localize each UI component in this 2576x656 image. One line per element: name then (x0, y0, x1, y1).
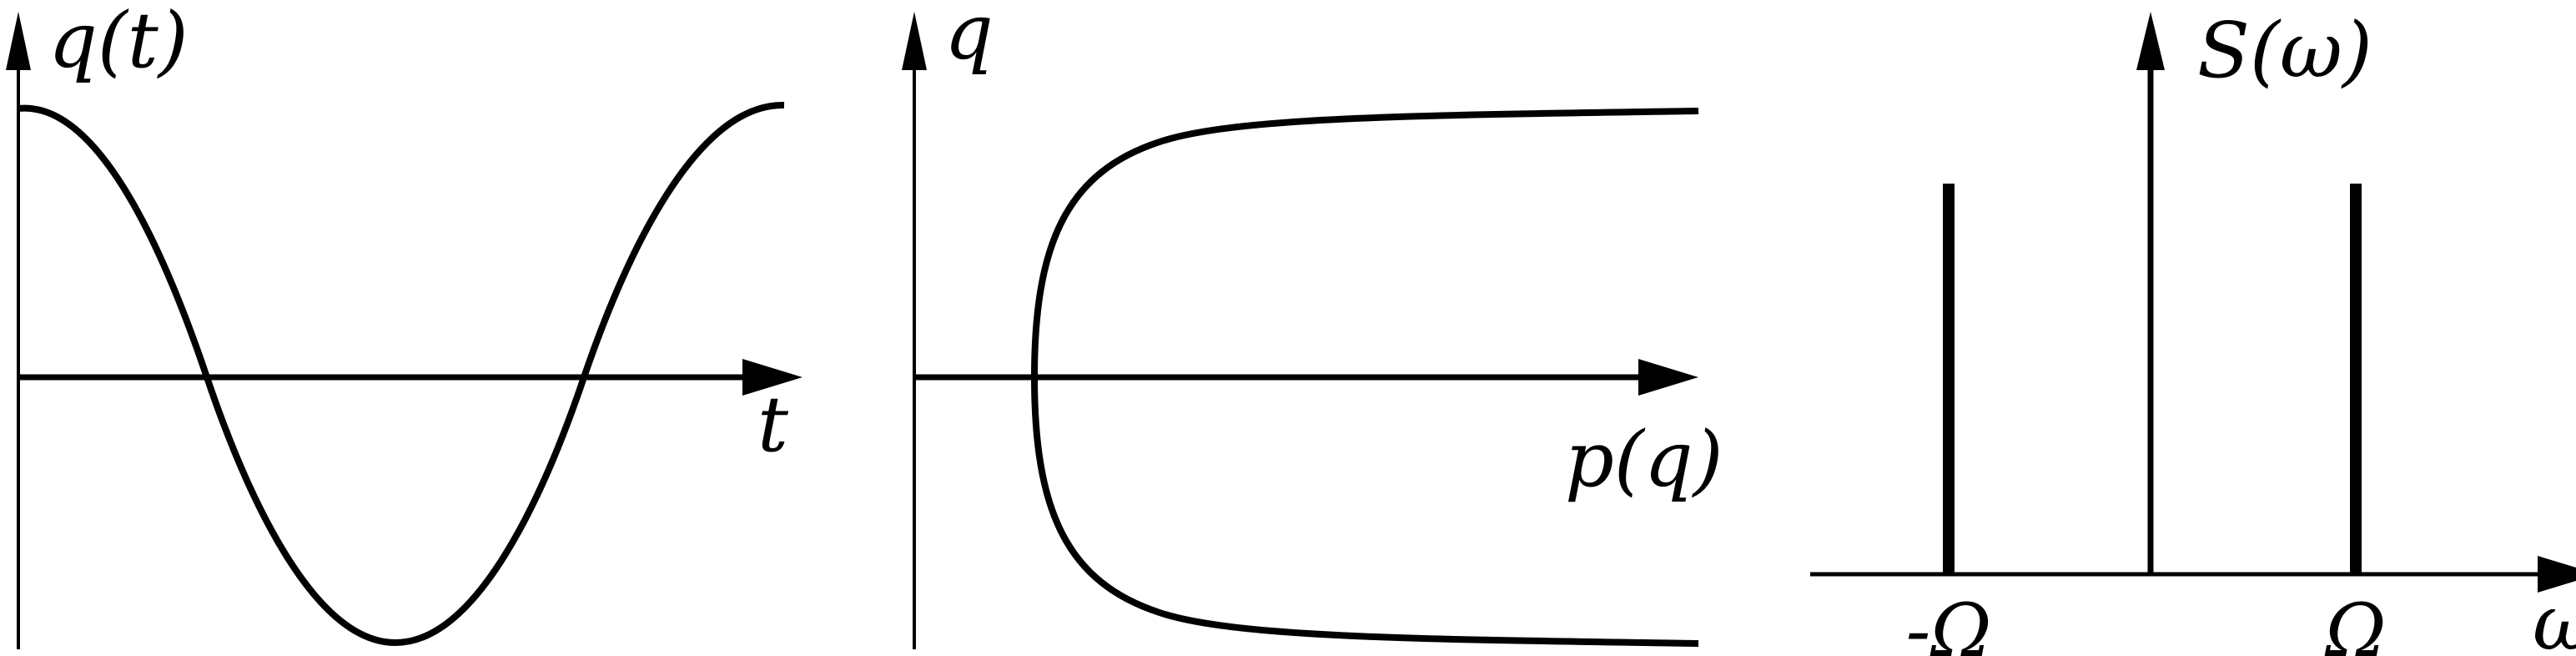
phase-vertical-arrowhead (902, 12, 927, 70)
q-t-y-axis-label: q(t) (48, 0, 189, 85)
q-t-vertical-arrowhead (6, 12, 31, 70)
q-t-horizontal-arrowhead (742, 359, 802, 396)
phase-y-axis-label: q (944, 0, 994, 77)
q-t-x-axis-label: t (757, 380, 789, 469)
panel-q-of-t: q(t) t (6, 0, 802, 649)
spectrum-vertical-arrowhead (2136, 12, 2165, 70)
panel-spectrum: S(ω) ω -Ω Ω (1810, 6, 2576, 656)
phase-horizontal-arrowhead (1638, 359, 1698, 396)
phase-curve (1030, 108, 1699, 647)
tick-label-positive-omega: Ω (2325, 588, 2387, 656)
phase-x-axis-label: p(q) (1565, 415, 1723, 504)
tick-label-negative-omega: -Ω (1906, 588, 1992, 656)
panel-phase-portrait: q p(q) (902, 0, 1723, 649)
spectrum-horizontal-arrowhead (2538, 556, 2576, 593)
cosine-curve (18, 101, 785, 647)
spectrum-x-axis-label: ω (2533, 578, 2576, 656)
spectrum-y-axis-label: S(ω) (2197, 6, 2372, 95)
